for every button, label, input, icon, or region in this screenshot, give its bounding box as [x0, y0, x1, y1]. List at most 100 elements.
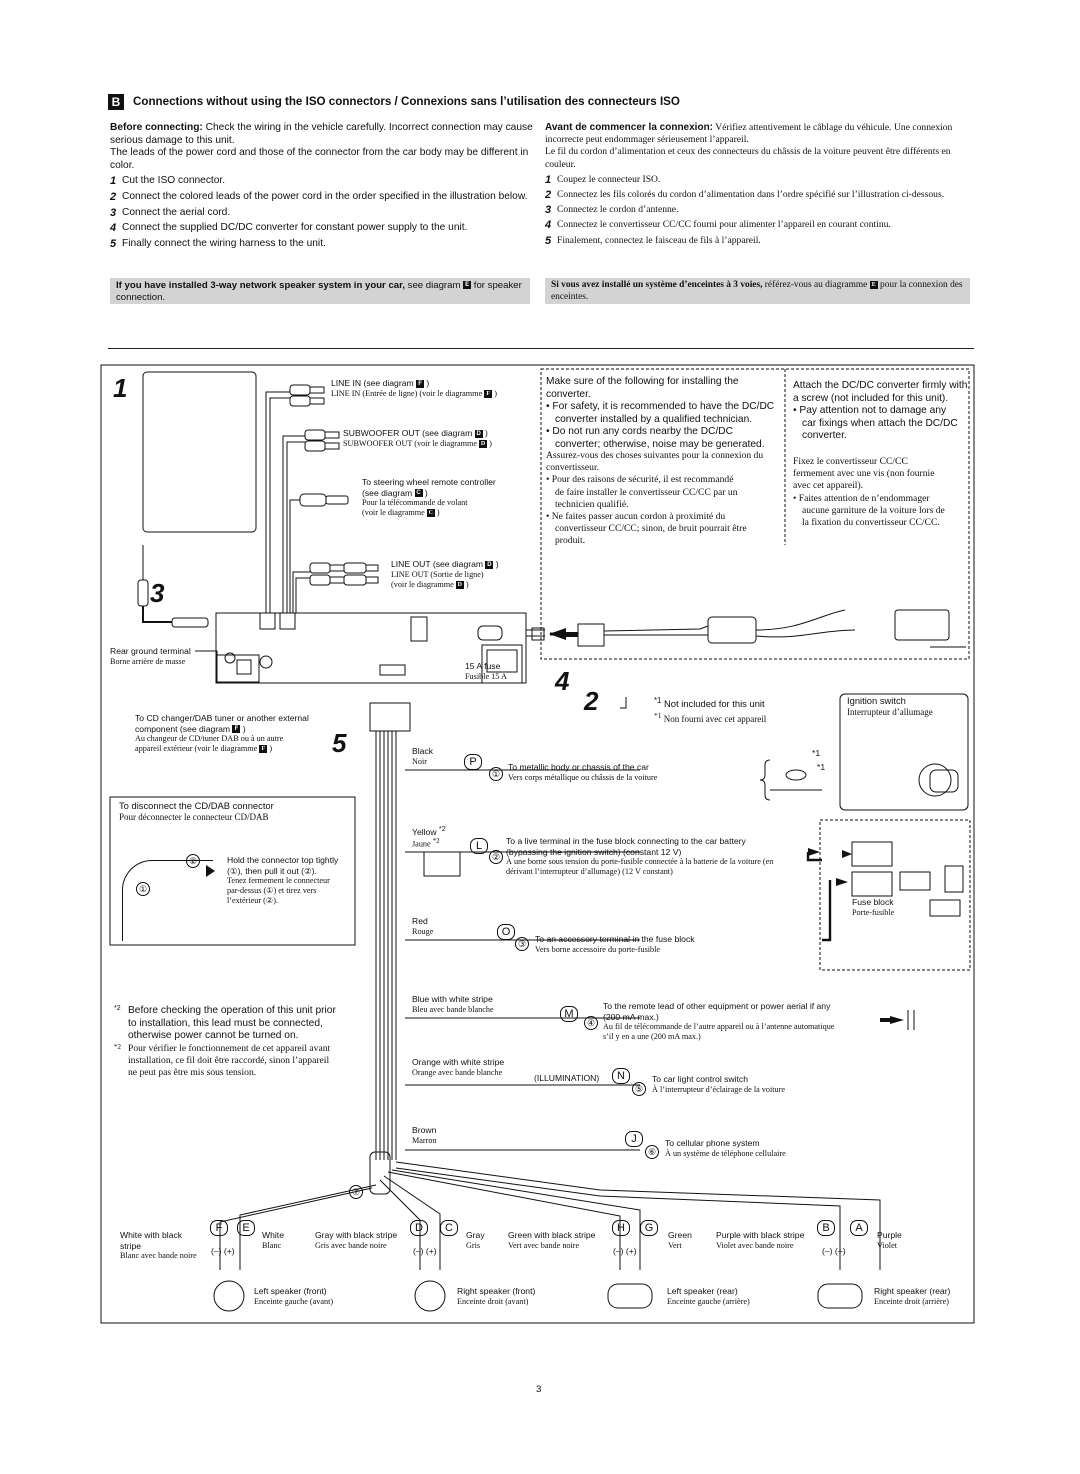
step-text: Connect the aerial cord. — [122, 206, 231, 218]
polarity-label: (–) (+) — [211, 1246, 235, 1256]
hold-fr-line: l’extérieur (②). — [227, 896, 278, 905]
hold-connector-note: Hold the connector top tightly(①), then … — [227, 855, 338, 906]
converter-fr-line: de faire installer le convertisseur CC/C… — [555, 486, 738, 498]
intro-en: Before connecting: Check the wiring in t… — [110, 122, 535, 253]
converter-fr-line: • Pour des raisons de sécurité, il est r… — [546, 474, 734, 486]
rear-ground-label: Rear ground terminal Borne arrière de ma… — [110, 646, 191, 666]
converter-fr-line: convertisseur. — [546, 462, 600, 474]
converter-en-line: • Do not run any cords nearby the DC/DC — [546, 426, 734, 438]
step-text: Cut the ISO connector. — [122, 175, 226, 187]
step-number: 3 — [545, 204, 552, 217]
footnote-star: *2 — [114, 1005, 121, 1012]
wire-num-2: ② — [489, 850, 503, 864]
footnote-star: *2 — [114, 1042, 121, 1051]
wire-yellow-label: Yellow *2 Jaune *2 — [412, 825, 446, 850]
hold-en-line: (①), then pull it out (②). — [227, 865, 317, 876]
attach-fr-line: la fixation du convertisseur CC/CC. — [802, 517, 940, 529]
wire-num-5: ⑤ — [632, 1082, 646, 1096]
wire-num-6: ⑥ — [645, 1145, 659, 1159]
harness-num-7: ⑦ — [349, 1185, 363, 1199]
wire-blue-dest: To the remote lead of other equipment or… — [603, 1001, 835, 1041]
diagram-ref-e: E — [463, 281, 472, 290]
attach-fr-line: aucune garniture de la voiture lors de — [802, 504, 945, 516]
step-number: 4 — [110, 222, 117, 235]
step-number: 5 — [110, 237, 117, 250]
line-out-label: LINE OUT (see diagram D ) LINE OUT (Sort… — [391, 559, 499, 589]
converter-en-line: • For safety, it is recommended to have … — [546, 401, 775, 413]
wire-orange-dest: To car light control switch À l’interrup… — [652, 1074, 785, 1094]
wire-num-1: ① — [489, 767, 503, 781]
wire-black-dest: To metallic body or chassis of the car V… — [508, 762, 658, 782]
footnote-fr-line: ne peut pas être mis sous tension. — [128, 1067, 257, 1079]
step-text: Connect the supplied DC/DC converter for… — [122, 222, 468, 234]
attach-fr-line: avec cet appareil). — [793, 480, 864, 492]
speaker-letter-c: C — [440, 1220, 458, 1236]
step-text: Connectez les fils colorés du cordon d’a… — [557, 189, 945, 201]
step-text: Connect the colored leads of the power c… — [122, 190, 528, 202]
attach-en-line: car fixings when attach the DC/DC — [802, 417, 958, 429]
converter-notes-en: Make sure of the following for installin… — [546, 376, 784, 452]
converter-notes-fr: Assurez-vous des choses suivantes pour l… — [546, 450, 784, 548]
wire-red-dest: To an accessory terminal in the fuse blo… — [535, 934, 695, 954]
polarity-label: (–) (+) — [613, 1246, 637, 1256]
divider — [108, 348, 974, 349]
wire-orange-label: Orange with white stripe Orange avec ban… — [412, 1057, 505, 1077]
step-text: Finalement, connectez le faisceau de fil… — [557, 234, 761, 246]
wire-blue-label: Blue with white stripe Bleu avec bande b… — [412, 994, 494, 1014]
converter-fr-line: convertisseur CC/CC; sinon, de bruit pou… — [555, 523, 747, 535]
wire-brown-label: Brown Marron — [412, 1125, 437, 1145]
fr-step-2: 2 Connectez les fils colorés du cordon d’… — [545, 189, 970, 201]
speaker-letter-b: B — [817, 1220, 835, 1236]
wire-letter-j: J — [625, 1131, 643, 1147]
step-number: 1 — [110, 175, 117, 188]
footnote-fr-line: installation, ce fil doit être raccordé,… — [128, 1054, 330, 1066]
star1-screw: *1 — [812, 748, 821, 758]
wire-letter-m: M — [560, 1006, 578, 1022]
section-badge: B — [108, 94, 124, 110]
attach-en-line: • Pay attention not to damage any — [793, 405, 947, 417]
step-text: Coupez le connecteur ISO. — [557, 173, 661, 185]
cd-changer-label: To CD changer/DAB tuner or another exter… — [135, 713, 309, 754]
diagram-ref-e: E — [869, 280, 878, 289]
converter-en-line: converter; otherwise, noise may be gener… — [555, 438, 765, 450]
en-step-2: 2 Connect the colored leads of the power … — [110, 191, 535, 204]
disconnect-title: To disconnect the CD/DAB connector Pour … — [119, 800, 274, 822]
attach-fr-line: Fixez le convertisseur CC/CC — [793, 456, 908, 467]
hold-fr-line: par-dessus (①) et tirez vers — [227, 886, 317, 895]
speaker-label-2: Right speaker (front)Enceinte droit (ava… — [457, 1286, 536, 1306]
step-number-3: 3 — [150, 578, 165, 608]
step-number: 2 — [110, 190, 117, 203]
attach-fr-line: fermement avec une vis (non fournie — [793, 468, 935, 480]
converter-fr-line: • Ne faites passer aucun cordon à proxim… — [546, 511, 726, 523]
illumination-tag: (ILLUMINATION) — [534, 1073, 600, 1083]
speaker-label-4: Right speaker (rear)Enceinte droit (arri… — [874, 1286, 951, 1306]
converter-en-line: converter installed by a qualified techn… — [555, 413, 753, 425]
line-in-label: LINE IN (see diagram F ) LINE IN (Entrée… — [331, 378, 498, 398]
speaker-letter-h: H — [612, 1220, 630, 1236]
attach-fr-line: • Faites attention de n’endommager — [793, 492, 930, 504]
speaker-letter-g: G — [640, 1220, 658, 1236]
wire-num-3: ③ — [515, 937, 529, 951]
speaker-label-3: Left speaker (rear)Enceinte gauche (arri… — [667, 1286, 750, 1306]
en-step-4: 4 Connect the supplied DC/DC converter fo… — [110, 222, 535, 235]
wire-letter-l: L — [470, 838, 488, 854]
hold-en-line: Hold the connector top tightly — [227, 855, 339, 865]
polarity-label: (–) (+) — [822, 1246, 846, 1256]
step-number: 2 — [545, 189, 552, 202]
